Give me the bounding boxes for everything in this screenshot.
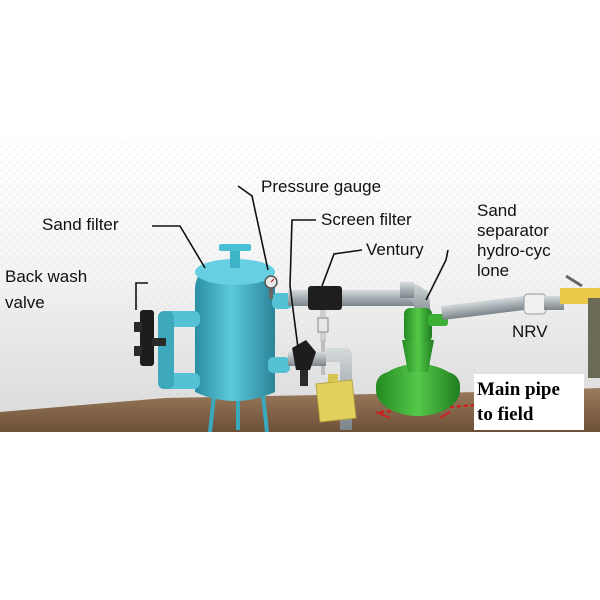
label-main-pipe-1: Main pipe [477,379,560,400]
pressure-gauge-icon [264,275,278,299]
fertilizer-tank [315,374,357,423]
back-wash-valve [134,310,200,389]
label-sand-separator-1: Sand [477,201,517,220]
label-back-wash-2: valve [5,293,45,312]
label-back-wash-1: Back wash [5,267,88,286]
filter-outlet-top [272,293,292,309]
label-sand-separator-4: lone [477,261,510,280]
filter-outlet-bottom [268,357,290,373]
nrv-valve-icon [523,274,600,378]
label-sand-separator-3: hydro-cyc [477,241,551,260]
label-nrv: NRV [512,322,548,341]
main-pipe-label-box [474,374,584,430]
label-sand-filter: Sand filter [42,215,119,234]
label-main-pipe-2: to field [477,404,534,425]
label-ventury: Ventury [366,240,424,259]
sand-separator-hydrocyclone [375,308,460,419]
label-pressure-gauge: Pressure gauge [261,177,382,196]
label-screen-filter: Screen filter [321,210,412,229]
label-leaders [135,185,449,349]
label-sand-separator-2: separator [477,221,549,240]
outlet-pipe [441,293,543,320]
sand-filter [195,244,275,433]
